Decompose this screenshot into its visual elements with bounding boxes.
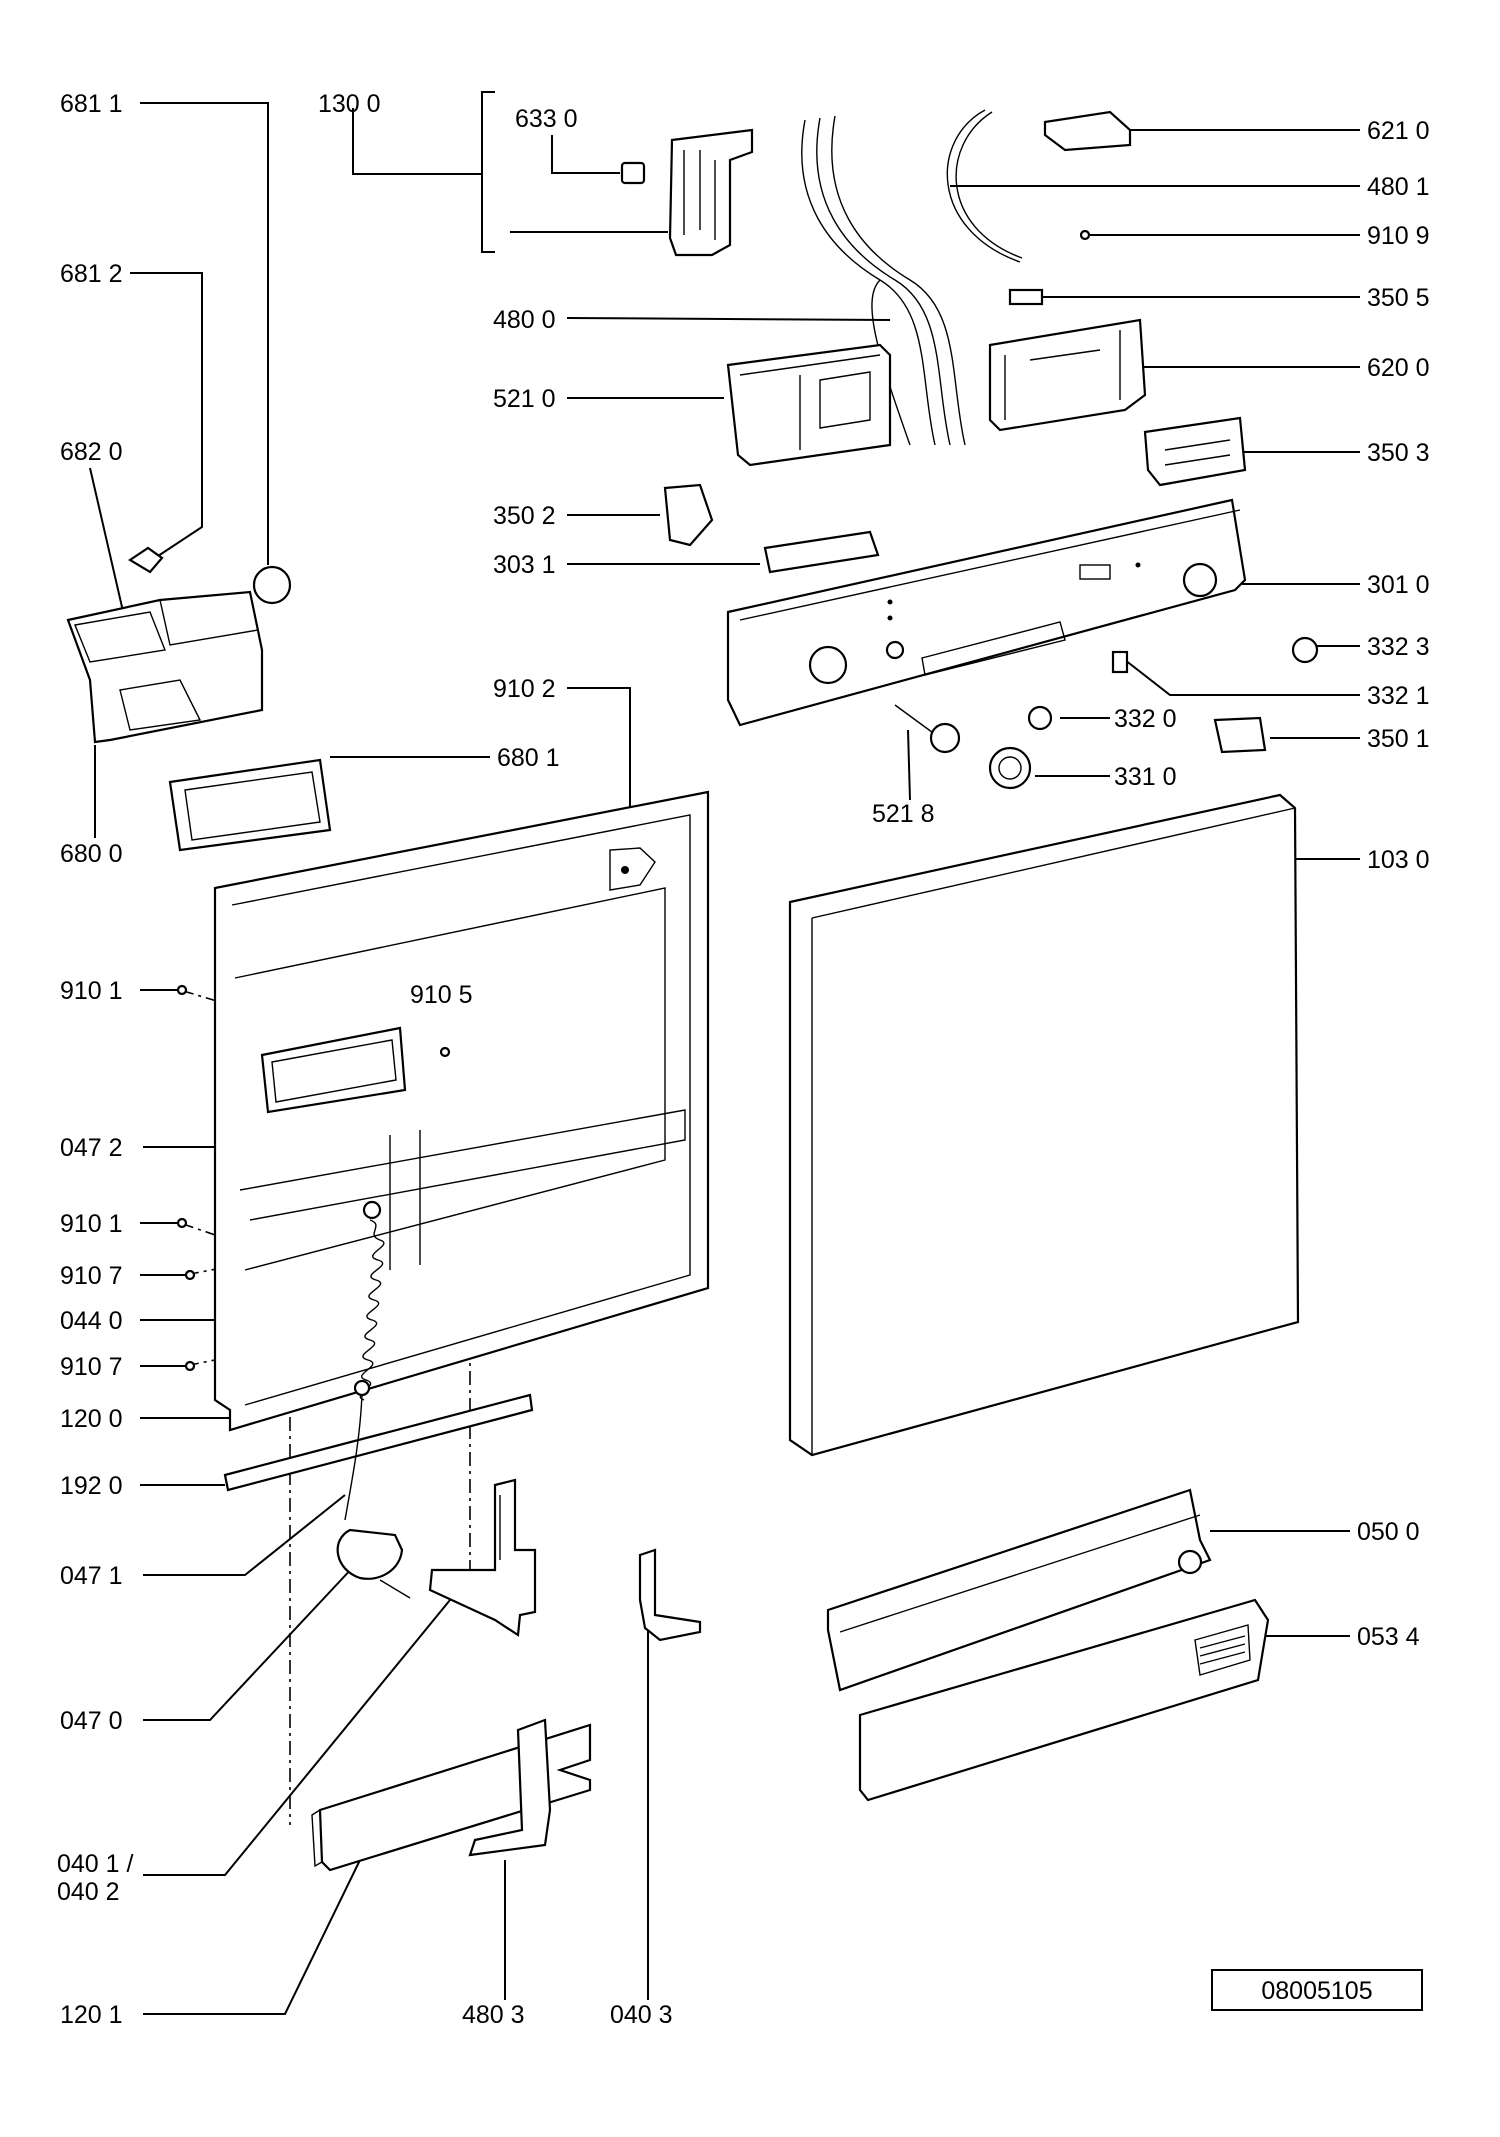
part-front-door-103 <box>788 793 1300 1457</box>
callout-480-0: 480 0 <box>493 306 556 334</box>
part-350-2 <box>663 483 714 547</box>
part-wire-harness-480-0 <box>801 115 966 446</box>
callout-332-1: 332 1 <box>1367 682 1430 710</box>
pin-910-7-b <box>184 1360 196 1372</box>
part-rail-050 <box>826 1488 1212 1692</box>
callout-040-3: 040 3 <box>610 2001 673 2029</box>
part-bracket-480-3 <box>468 1718 552 1857</box>
part-hinge-130 <box>668 128 754 257</box>
drawing-number-text: 08005105 <box>1261 1977 1372 2005</box>
part-knob-332-3 <box>1291 636 1319 664</box>
callout-910-1-a: 910 1 <box>60 977 123 1005</box>
callout-192-0: 192 0 <box>60 1472 123 1500</box>
part-sensor-521-8 <box>894 704 961 754</box>
part-gasket-680-1 <box>168 758 332 852</box>
part-hinge-bracket-040-1 <box>428 1478 537 1637</box>
callout-047-2: 047 2 <box>60 1134 123 1162</box>
part-cable-047-1 <box>344 1394 363 1521</box>
part-303-1 <box>763 530 880 574</box>
callout-044-0: 044 0 <box>60 1307 123 1335</box>
screw-910-1-a <box>176 984 188 996</box>
callout-480-1: 480 1 <box>1367 173 1430 201</box>
drawing-number: 08005105 <box>1211 1969 1423 2011</box>
callout-350-1: 350 1 <box>1367 725 1430 753</box>
callout-120-1: 120 1 <box>60 2001 123 2029</box>
part-bracket-040-3 <box>638 1548 702 1642</box>
callout-521-0: 521 0 <box>493 385 556 413</box>
callout-910-9: 910 9 <box>1367 222 1430 250</box>
callout-910-1-b: 910 1 <box>60 1210 123 1238</box>
part-inner-door-120 <box>213 790 710 1432</box>
part-module-521 <box>726 343 892 467</box>
callout-350-3: 350 3 <box>1367 439 1430 467</box>
part-350-5 <box>1008 288 1044 306</box>
part-621 <box>1043 110 1132 152</box>
callout-681-1: 681 1 <box>60 90 123 118</box>
callout-103-0: 103 0 <box>1367 846 1430 874</box>
pin-910-7-a <box>184 1269 196 1281</box>
part-dispenser-680-0 <box>66 590 264 744</box>
callout-621-0: 621 0 <box>1367 117 1430 145</box>
part-350-3 <box>1143 416 1247 487</box>
callout-303-1: 303 1 <box>493 551 556 579</box>
part-wire-harness-480-1 <box>946 109 1023 263</box>
screw-910-5 <box>439 1046 451 1058</box>
part-strip-192 <box>223 1393 534 1492</box>
screw-910-1-b <box>176 1217 188 1229</box>
callout-910-5: 910 5 <box>410 981 473 1009</box>
callout-682-0: 682 0 <box>60 438 123 466</box>
callout-047-1: 047 1 <box>60 1562 123 1590</box>
callout-labels: 681 1 130 0 633 0 621 0 480 1 910 9 681 … <box>57 90 1430 2029</box>
part-control-panel-301 <box>726 498 1247 727</box>
callout-130-0: 130 0 <box>318 90 381 118</box>
callout-633-0: 633 0 <box>515 105 578 133</box>
callout-040-1: 040 1 / <box>57 1850 134 1878</box>
callout-350-5: 350 5 <box>1367 284 1430 312</box>
callout-620-0: 620 0 <box>1367 354 1430 382</box>
callout-332-3: 332 3 <box>1367 633 1430 661</box>
callout-301-0: 301 0 <box>1367 571 1430 599</box>
callout-681-2: 681 2 <box>60 260 123 288</box>
callout-680-0: 680 0 <box>60 840 123 868</box>
part-681-2 <box>127 546 164 574</box>
callout-040-2: 040 2 <box>57 1878 120 1906</box>
part-bracket-620 <box>988 318 1147 432</box>
part-350-1 <box>1213 716 1267 754</box>
callout-910-7-a: 910 7 <box>60 1262 123 1290</box>
callout-910-7-b: 910 7 <box>60 1353 123 1381</box>
callout-332-0: 332 0 <box>1114 705 1177 733</box>
callout-331-0: 331 0 <box>1114 763 1177 791</box>
callout-350-2: 350 2 <box>493 502 556 530</box>
callout-053-4: 053 4 <box>1357 1623 1420 1651</box>
part-pulley-047-0 <box>336 1528 411 1599</box>
callout-047-0: 047 0 <box>60 1707 123 1735</box>
part-spring-044 <box>353 1200 385 1401</box>
leader-lines <box>89 91 1360 2015</box>
part-681-1 <box>252 565 292 605</box>
part-clip-633 <box>620 161 646 185</box>
callout-050-0: 050 0 <box>1357 1518 1420 1546</box>
callout-480-3: 480 3 <box>462 2001 525 2029</box>
callout-680-1: 680 1 <box>497 744 560 772</box>
part-332-1 <box>1111 650 1129 674</box>
callout-120-0: 120 0 <box>60 1405 123 1433</box>
screw-910-9 <box>1079 229 1091 241</box>
part-ring-331 <box>988 746 1032 790</box>
callout-521-8: 521 8 <box>872 800 935 828</box>
callout-910-2: 910 2 <box>493 675 556 703</box>
part-kickplate-053-4 <box>858 1598 1270 1802</box>
part-332-0 <box>1027 705 1053 731</box>
